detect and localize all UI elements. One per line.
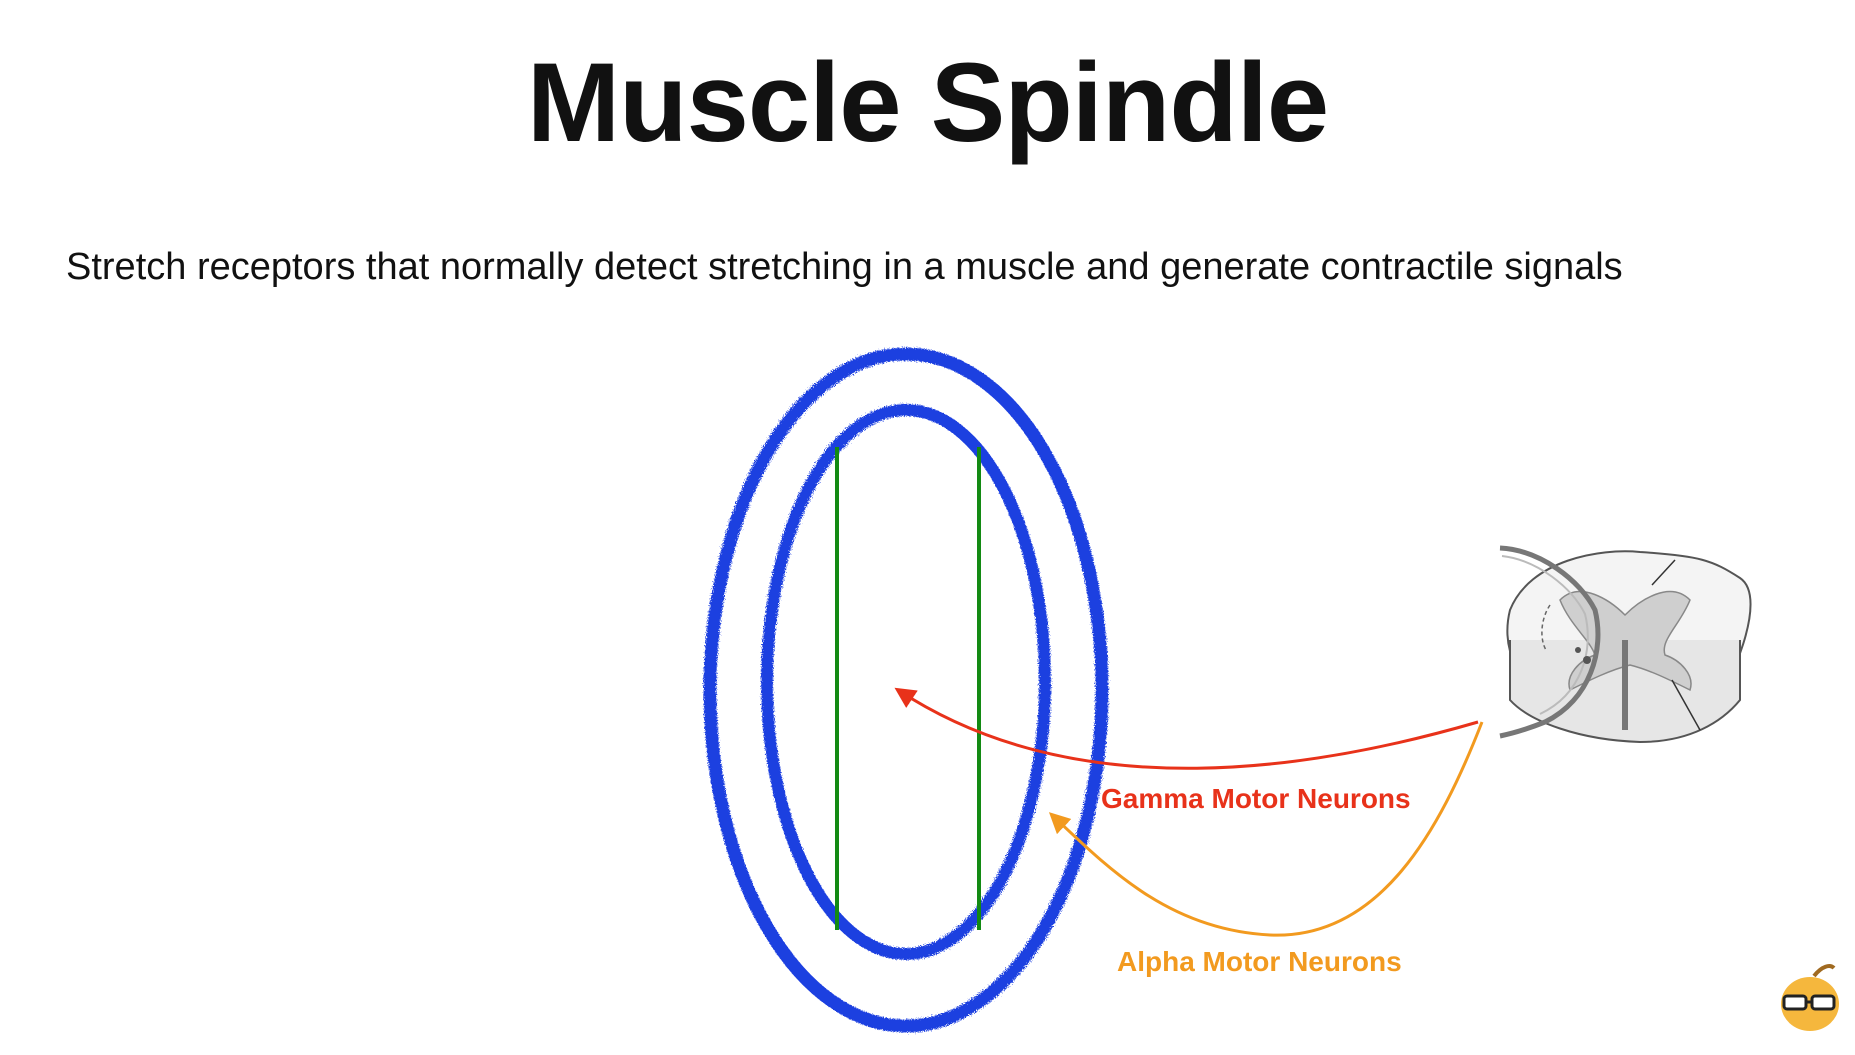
- alpha-motor-neurons-label: Alpha Motor Neurons: [1117, 946, 1402, 977]
- slide-subtitle: Stretch receptors that normally detect s…: [66, 246, 1623, 288]
- outer-capsule-ring: [703, 347, 1109, 1033]
- gamma-motor-neuron-arrow: [894, 687, 1479, 770]
- intrafusal-fibers: [835, 412, 981, 966]
- spinal-cord-cross-section-icon: [1499, 545, 1752, 744]
- gamma-motor-neurons-label: Gamma Motor Neurons: [1101, 783, 1411, 814]
- mascot-apple-glasses-icon: [1781, 964, 1839, 1031]
- alpha-motor-neuron-arrow: [1048, 721, 1484, 937]
- slide-title: Muscle Spindle: [526, 40, 1329, 165]
